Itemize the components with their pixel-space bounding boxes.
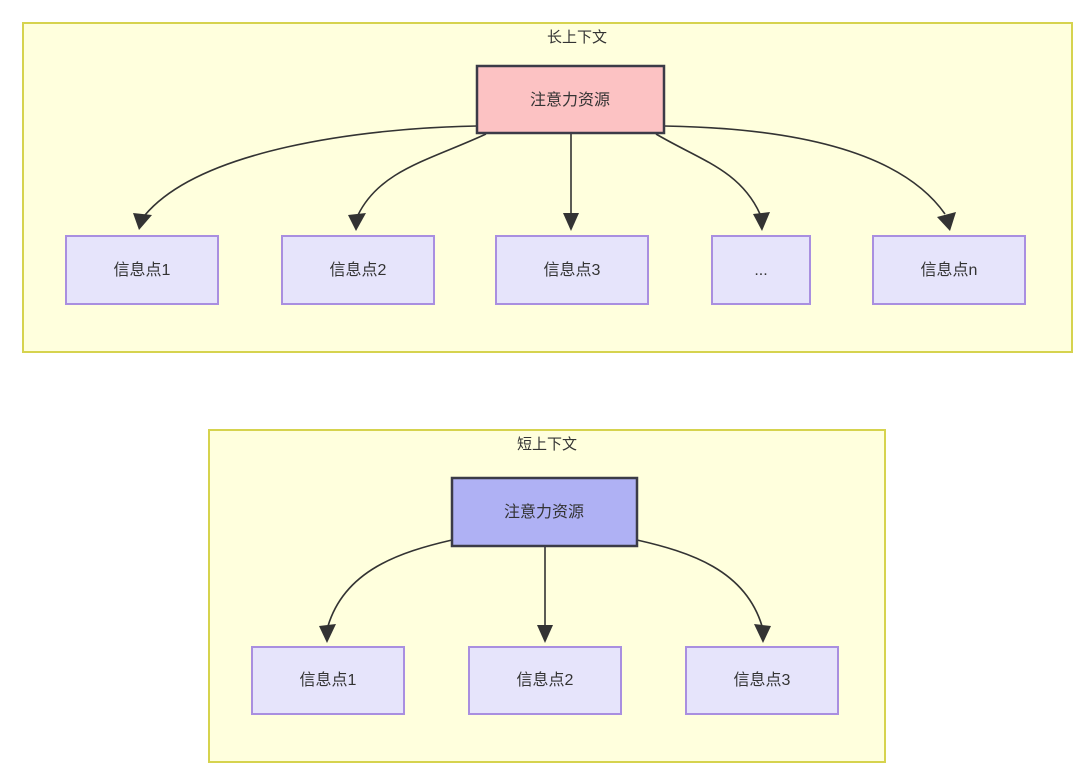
node-info-point-ellipsis-long-label: ... [754,262,767,279]
edge-group-long-context [133,125,956,231]
edge-root-to-info-3-short [636,539,763,627]
node-info-point-2-long[interactable]: 信息点2 [281,235,435,305]
node-attention-resource-long-label: 注意力资源 [530,90,610,109]
node-info-point-3-long-rect[interactable] [495,235,649,305]
node-attention-resource-long-rect[interactable] [475,64,666,135]
edge-group-short-context [319,539,771,643]
panel-short-context-title: 短上下文 [517,436,577,453]
node-info-point-3-short[interactable]: 信息点3 [685,646,839,715]
node-info-point-n-long-label: 信息点n [921,261,978,279]
node-info-point-2-short-label: 信息点2 [517,671,574,689]
node-info-point-1-long-rect[interactable] [65,235,219,305]
edge-root-to-info-2 [357,133,487,216]
node-info-point-3-short-label: 信息点3 [734,671,791,689]
node-info-point-2-short-rect[interactable] [468,646,622,715]
node-info-point-3-long[interactable]: 信息点3 [495,235,649,305]
node-info-point-1-long-label: 信息点1 [114,261,171,279]
node-attention-resource-short[interactable]: 注意力资源 [450,476,639,548]
node-attention-resource-short-label: 注意力资源 [504,502,584,521]
edge-arrowhead-info-ellipsis [753,212,770,231]
node-info-point-2-long-label: 信息点2 [330,261,387,279]
edge-arrowhead-info-3 [563,213,579,231]
node-info-point-n-long[interactable]: 信息点n [872,235,1026,305]
node-info-point-ellipsis-long-rect[interactable] [711,235,811,305]
node-info-point-1-short[interactable]: 信息点1 [251,646,405,715]
node-attention-resource-short-rect[interactable] [450,476,639,548]
node-info-point-n-long-rect[interactable] [872,235,1026,305]
panel-long-context-title: 长上下文 [547,29,607,46]
panel-long-context: 长上下文 注意力资源 信息 [22,22,1073,353]
node-info-point-ellipsis-long[interactable]: ... [711,235,811,305]
edge-root-to-info-ellipsis [655,133,761,215]
node-info-point-3-long-label: 信息点3 [544,261,601,279]
node-info-point-1-long[interactable]: 信息点1 [65,235,219,305]
edge-arrowhead-info-2-short [537,625,553,643]
edge-arrowhead-info-1-short [319,624,336,643]
node-attention-resource-long[interactable]: 注意力资源 [475,64,666,135]
edge-arrowhead-info-1 [133,213,152,230]
edge-arrowhead-info-3-short [754,624,771,643]
node-info-point-1-short-label: 信息点1 [300,671,357,689]
panel-short-context: 短上下文 注意力资源 信息点1 信息点2 [208,429,886,763]
node-info-point-3-short-rect[interactable] [685,646,839,715]
edge-root-to-info-1 [144,125,478,216]
edge-root-to-info-1-short [327,539,453,627]
node-info-point-2-long-rect[interactable] [281,235,435,305]
node-info-point-2-short[interactable]: 信息点2 [468,646,622,715]
edge-arrowhead-info-2 [348,213,366,231]
edge-root-to-info-n [663,125,946,215]
node-info-point-1-short-rect[interactable] [251,646,405,715]
edge-arrowhead-info-n [937,212,956,231]
